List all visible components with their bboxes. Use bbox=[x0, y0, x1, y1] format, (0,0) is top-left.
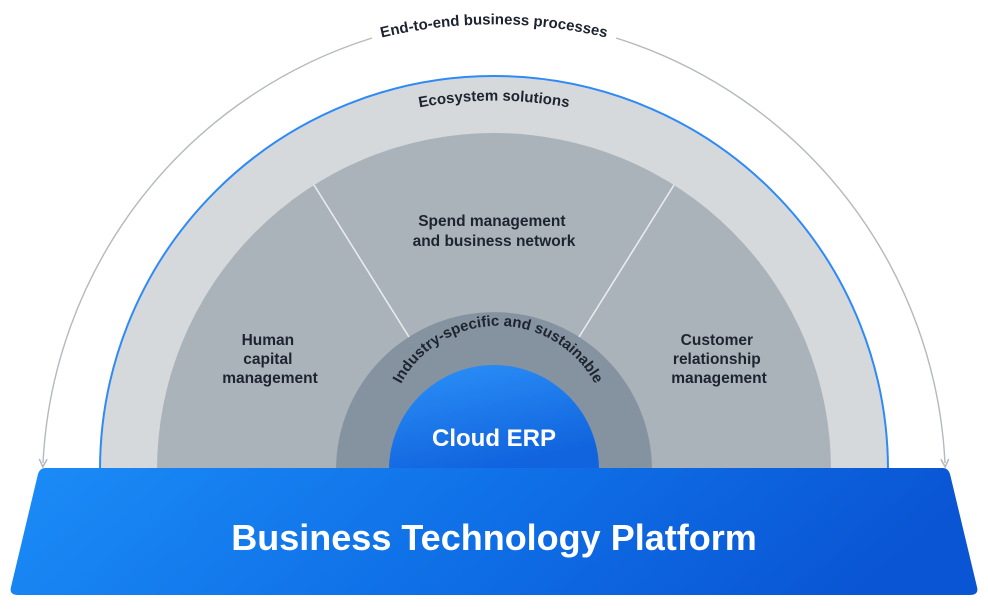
business-technology-platform-bar bbox=[10, 468, 978, 595]
segment-label-customer-relationship: Customer relationship management bbox=[671, 332, 767, 387]
cloud-erp-core bbox=[389, 365, 599, 470]
segment-label-human-capital: Human capital management bbox=[222, 332, 318, 387]
segment-divider-left bbox=[313, 184, 410, 338]
segment-divider-right bbox=[578, 184, 675, 338]
outer-arc-label: End-to-end business processes bbox=[379, 11, 610, 41]
ecosystem-label: Ecosystem solutions bbox=[417, 88, 571, 112]
segment-label-spend-management: Spend management and business network bbox=[413, 213, 576, 250]
outer-process-arrow-left bbox=[43, 37, 373, 463]
segments-ring bbox=[157, 133, 831, 470]
platform-label: Business Technology Platform bbox=[231, 517, 756, 558]
outer-process-arrow-right bbox=[615, 37, 945, 463]
ecosystem-ring-edge bbox=[99, 75, 889, 471]
cloud-erp-label: Cloud ERP bbox=[432, 425, 556, 452]
